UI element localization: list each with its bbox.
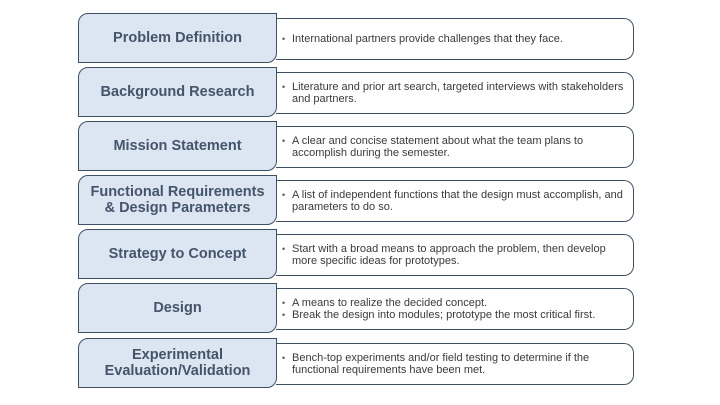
- bullet-item: • A clear and concise statement about wh…: [282, 135, 625, 159]
- bullet-item: • A list of independent functions that t…: [282, 189, 625, 213]
- description-box: • Literature and prior art search, targe…: [276, 72, 634, 114]
- description-box: • A clear and concise statement about wh…: [276, 126, 634, 168]
- stage-box: Experimental Evaluation/Validation: [78, 338, 277, 388]
- stage-row-mission-statement: Mission Statement • A clear and concise …: [78, 121, 635, 173]
- description-box: • Bench-top experiments and/or field tes…: [276, 343, 634, 385]
- bullet-item: • A means to realize the decided concept…: [282, 297, 625, 309]
- bullet-text: Start with a broad means to approach the…: [292, 243, 606, 267]
- stage-row-design: Design • A means to realize the decided …: [78, 283, 635, 335]
- stage-label: Strategy to Concept: [108, 246, 247, 262]
- stage-label: Problem Definition: [113, 30, 242, 46]
- bullet-text: A means to realize the decided concept.: [292, 297, 488, 309]
- bullet-text: Break the design into modules; prototype…: [292, 309, 596, 321]
- bullet-text: International partners provide challenge…: [292, 33, 563, 45]
- bullet-icon: •: [282, 82, 286, 92]
- stage-label: Mission Statement: [113, 138, 242, 154]
- description-box: • International partners provide challen…: [276, 18, 634, 60]
- bullet-item: • Start with a broad means to approach t…: [282, 243, 625, 267]
- stage-box: Mission Statement: [78, 121, 277, 171]
- stage-label: Functional Requirements & Design Paramet…: [90, 184, 265, 216]
- bullet-icon: •: [282, 190, 286, 200]
- description-box: • Start with a broad means to approach t…: [276, 234, 634, 276]
- stage-label: Design: [153, 300, 202, 316]
- stage-box: Strategy to Concept: [78, 229, 277, 279]
- stage-label: Background Research: [100, 84, 255, 100]
- stage-row-problem-definition: Problem Definition • International partn…: [78, 13, 635, 65]
- bullet-icon: •: [282, 244, 286, 254]
- bullet-text: A list of independent functions that the…: [292, 189, 623, 213]
- bullet-text: Bench-top experiments and/or field testi…: [292, 352, 590, 376]
- stage-row-experimental-evaluation: Experimental Evaluation/Validation • Ben…: [78, 338, 635, 390]
- description-box: • A means to realize the decided concept…: [276, 288, 634, 330]
- bullet-item: • International partners provide challen…: [282, 33, 625, 45]
- bullet-item: • Literature and prior art search, targe…: [282, 81, 625, 105]
- stage-row-strategy-to-concept: Strategy to Concept • Start with a broad…: [78, 229, 635, 281]
- description-box: • A list of independent functions that t…: [276, 180, 634, 222]
- stage-box: Functional Requirements & Design Paramet…: [78, 175, 277, 225]
- bullet-item: • Break the design into modules; prototy…: [282, 309, 625, 321]
- bullet-text: Literature and prior art search, targete…: [292, 81, 624, 105]
- stage-box: Background Research: [78, 67, 277, 117]
- stage-box: Problem Definition: [78, 13, 277, 63]
- bullet-icon: •: [282, 136, 286, 146]
- bullet-item: • Bench-top experiments and/or field tes…: [282, 352, 625, 376]
- bullet-icon: •: [282, 353, 286, 363]
- bullet-icon: •: [282, 34, 286, 44]
- stage-label: Experimental Evaluation/Validation: [104, 347, 251, 379]
- bullet-icon: •: [282, 310, 286, 320]
- stage-row-background-research: Background Research • Literature and pri…: [78, 67, 635, 119]
- stage-row-functional-requirements: Functional Requirements & Design Paramet…: [78, 175, 635, 227]
- bullet-text: A clear and concise statement about what…: [292, 135, 584, 159]
- bullet-icon: •: [282, 298, 286, 308]
- stage-box: Design: [78, 283, 277, 333]
